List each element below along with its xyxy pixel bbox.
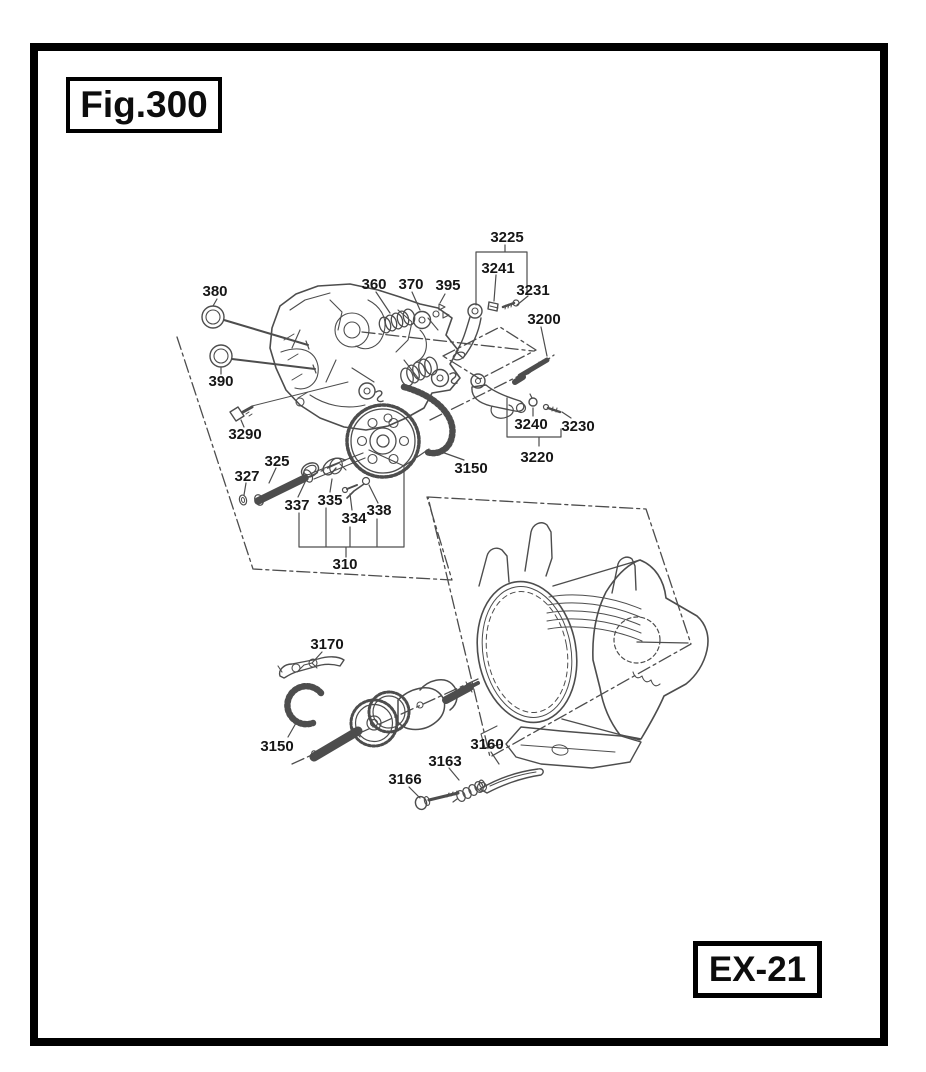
cylinder-head-drawing <box>269 283 461 431</box>
camshaft-325-drawing <box>254 452 366 506</box>
page-code: EX-21 <box>708 949 807 989</box>
valve-spring-lower-drawing <box>400 356 438 387</box>
crankshaft-drawing <box>309 678 480 762</box>
nut-3241-drawing <box>487 301 499 312</box>
part-labels: 380 390 3290 360 370 395 3225 3241 3231 … <box>202 229 594 788</box>
part-label-3290: 3290 <box>228 426 261 443</box>
washer-327 <box>238 494 248 506</box>
timing-chain-lower-drawing <box>284 682 325 728</box>
ring-337 <box>300 462 320 478</box>
head-assembly-plane <box>176 336 453 581</box>
crankcase-drawing <box>476 522 709 769</box>
screw-3230-drawing <box>542 403 562 414</box>
small-parts-drawing <box>238 457 371 506</box>
rocker-arm-drawing <box>452 303 483 361</box>
part-label-3166: 3166 <box>388 771 421 788</box>
part-label-360: 360 <box>361 276 386 293</box>
pin-334 <box>341 486 349 494</box>
spring-retainer-370-drawing <box>412 310 432 330</box>
part-label-3220: 3220 <box>520 449 553 466</box>
part-label-395: 395 <box>435 277 460 294</box>
camshaft-sprocket-drawing <box>345 403 421 479</box>
governor-plane <box>442 326 537 380</box>
bore-center-line <box>636 641 689 644</box>
part-label-338: 338 <box>366 502 391 519</box>
part-label-3160: 3160 <box>470 736 503 753</box>
timing-chain-upper-drawing <box>400 383 456 457</box>
part-label-3225: 3225 <box>490 229 523 246</box>
spring-row-axis <box>361 331 534 352</box>
part-label-334: 334 <box>341 510 367 527</box>
part-label-337: 337 <box>284 497 309 514</box>
spring-retainer-lower-drawing <box>430 368 458 388</box>
part-label-335: 335 <box>317 492 342 509</box>
governor-arm-drawing <box>470 373 527 419</box>
part-label-3150-upper: 3150 <box>454 460 487 477</box>
part-label-3231: 3231 <box>516 282 549 299</box>
bolt-3200-drawing <box>512 357 550 385</box>
part-label-3150-lower: 3150 <box>260 738 293 755</box>
washer-clip-drawing <box>358 382 384 403</box>
part-label-3230: 3230 <box>561 418 594 435</box>
part-label-325: 325 <box>264 453 289 470</box>
bracket-3220 <box>506 397 562 447</box>
part-label-380: 380 <box>202 283 227 300</box>
part-label-370: 370 <box>398 276 423 293</box>
part-label-3170: 3170 <box>310 636 343 653</box>
figure-label: Fig.300 <box>80 84 208 125</box>
page-border-frame <box>30 43 888 1046</box>
chain-guide-3170-drawing <box>277 656 345 679</box>
part-label-310: 310 <box>332 556 357 573</box>
ball-338 <box>361 476 371 486</box>
valve-keeper-395-drawing <box>438 303 450 319</box>
page-code-box: EX-21 <box>693 941 822 998</box>
crankcase-plane <box>427 496 692 758</box>
leader-lines <box>212 274 572 799</box>
part-label-327: 327 <box>234 468 259 485</box>
part-label-390: 390 <box>208 373 233 390</box>
hook-335 <box>322 457 346 476</box>
spring-3163-drawing <box>452 779 486 803</box>
bracket-310 <box>298 448 430 558</box>
part-label-3241: 3241 <box>481 260 514 277</box>
part-label-3163: 3163 <box>428 753 461 770</box>
figure-label-box: Fig.300 <box>66 77 222 133</box>
part-label-3240: 3240 <box>514 416 547 433</box>
part-label-3200: 3200 <box>527 311 560 328</box>
valve-390-drawing <box>209 344 317 374</box>
bolt-3290-drawing <box>229 381 349 422</box>
bracket-3225 <box>475 244 528 306</box>
bracket-lines <box>298 244 562 558</box>
ball-3240-drawing <box>528 393 538 407</box>
